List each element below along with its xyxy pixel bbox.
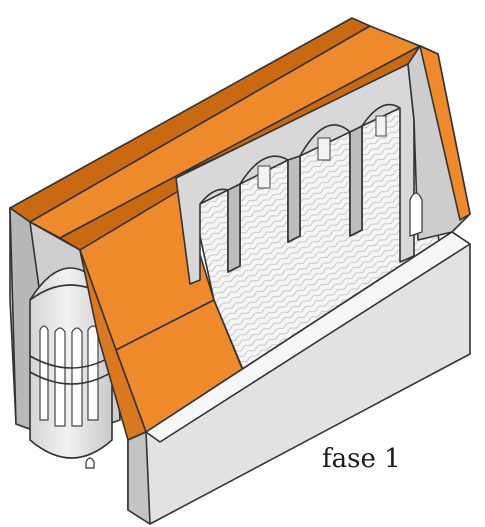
apse bbox=[29, 267, 113, 469]
phase-label: fase 1 bbox=[322, 444, 401, 474]
front-long-wall bbox=[127, 231, 471, 525]
right-end-wall bbox=[407, 45, 471, 241]
front-roof bbox=[79, 189, 247, 441]
apse-windows bbox=[39, 325, 99, 427]
apse-door-icon bbox=[85, 457, 95, 469]
arcade-wall bbox=[175, 63, 415, 285]
